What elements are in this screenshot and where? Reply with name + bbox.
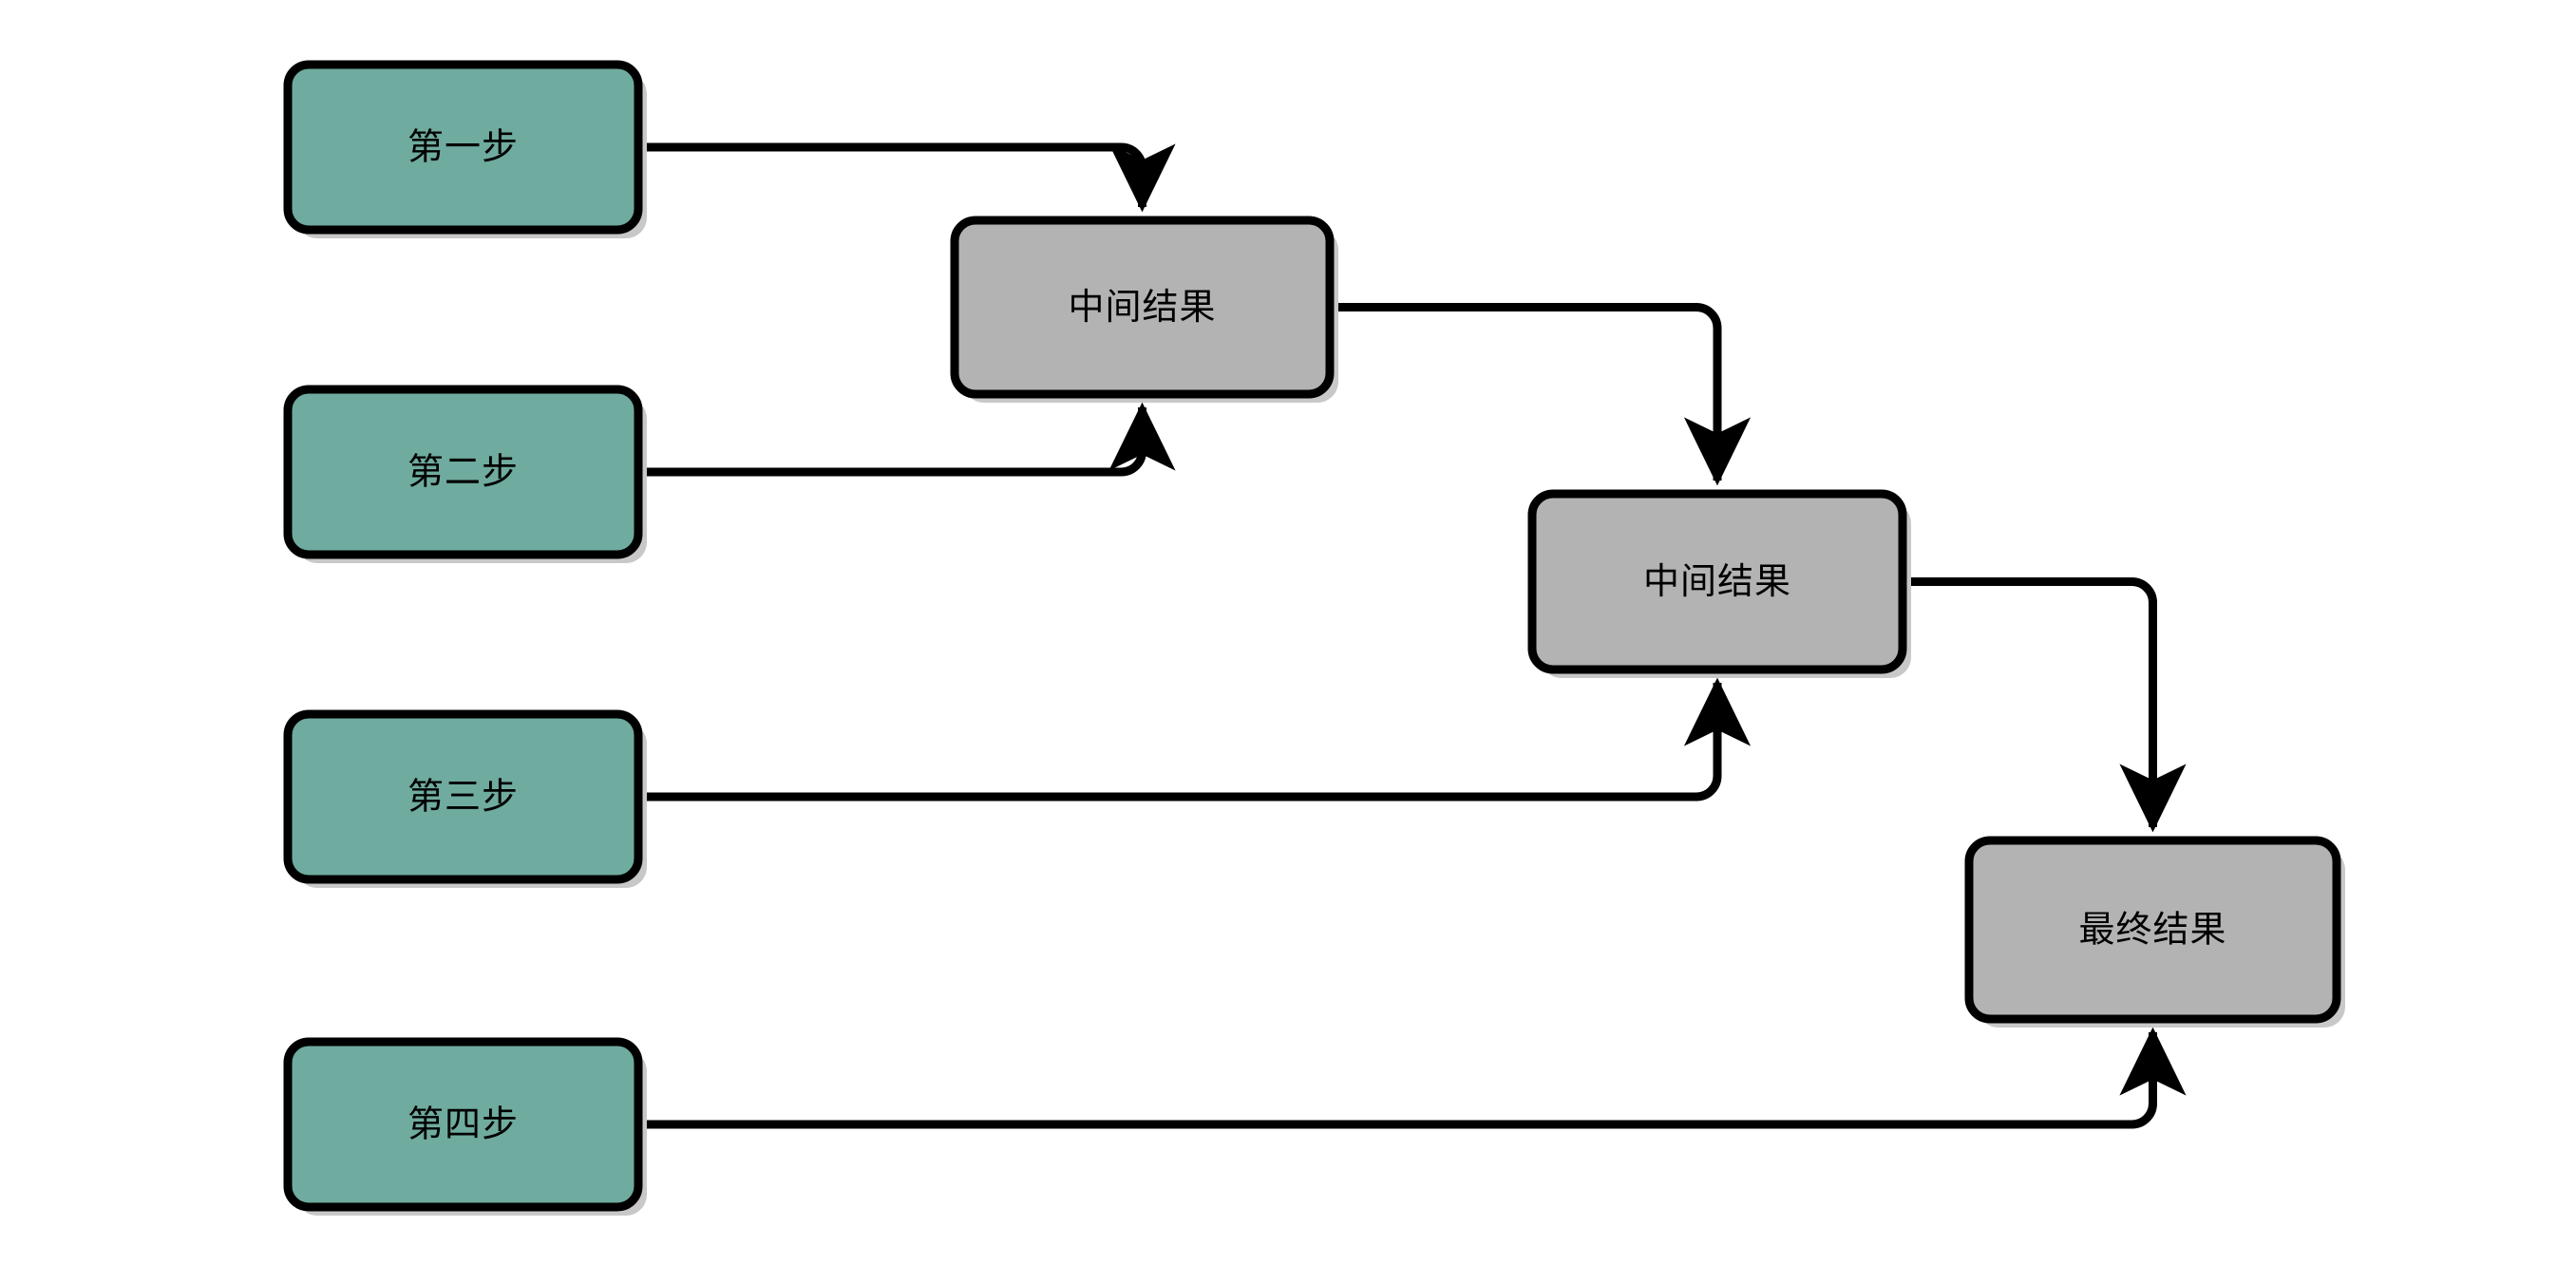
edge-step4-to-final [638, 1027, 2187, 1129]
edge-step1-to-mid1 [638, 142, 1176, 213]
node-mid2[interactable]: 中间结果 [1527, 489, 1907, 674]
edge-step3-to-mid2 [638, 677, 1752, 802]
node-box-step2[interactable] [283, 385, 643, 559]
node-step1[interactable]: 第一步 [283, 60, 643, 235]
node-step2[interactable]: 第二步 [283, 385, 643, 559]
edge-layer [638, 142, 2187, 1129]
node-box-step1[interactable] [283, 60, 643, 235]
edge-step2-to-mid1 [638, 402, 1176, 477]
node-box-final[interactable] [1964, 836, 2341, 1024]
edge-mid1-to-mid2 [1330, 303, 1752, 486]
node-step4[interactable]: 第四步 [283, 1037, 643, 1212]
node-mid1[interactable]: 中间结果 [950, 216, 1335, 399]
edge-mid2-to-final [1903, 577, 2187, 833]
node-box-step4[interactable] [283, 1037, 643, 1212]
node-box-mid1[interactable] [950, 216, 1335, 399]
node-box-mid2[interactable] [1527, 489, 1907, 674]
node-box-step3[interactable] [283, 709, 643, 884]
node-step3[interactable]: 第三步 [283, 709, 643, 884]
node-final[interactable]: 最终结果 [1964, 836, 2341, 1024]
